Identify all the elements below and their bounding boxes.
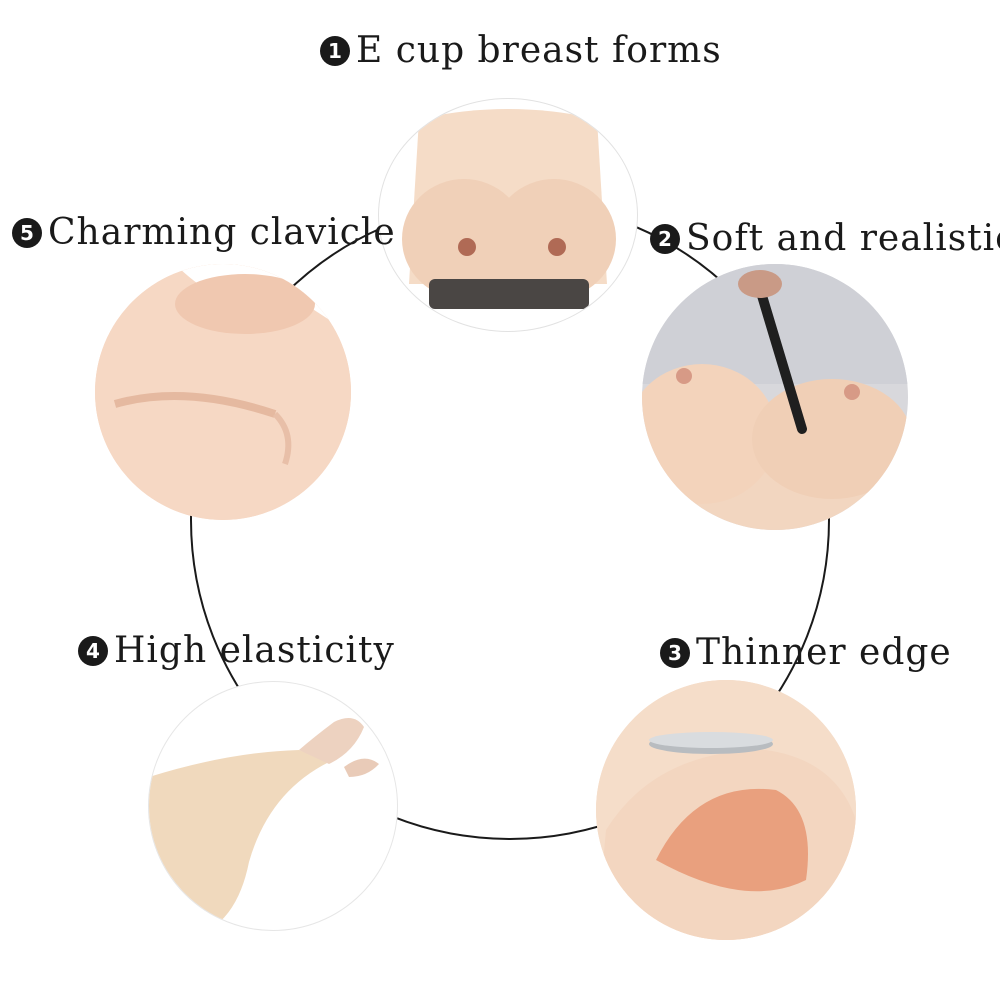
- feature-label-5: 5 Charming clavicle: [12, 212, 396, 253]
- feature-label-3: 3 Thinner edge: [660, 632, 952, 673]
- number-badge-2: 2: [650, 223, 680, 254]
- feature-label-2: 2 Soft and realistic: [650, 218, 1000, 259]
- feature-text-5: Charming clavicle: [48, 212, 396, 253]
- feature-text-1: E cup breast forms: [356, 30, 722, 71]
- feature-text-4: High elasticity: [114, 630, 395, 671]
- pen-press-illustration: [642, 264, 908, 530]
- breast-forms-photo: [378, 98, 638, 332]
- feature-text-3: Thinner edge: [696, 632, 952, 673]
- stretch-illustration: [149, 718, 379, 930]
- clavicle-illustration: [95, 264, 351, 520]
- number-badge-5: 5: [12, 217, 42, 248]
- pen-press-photo: [642, 264, 908, 530]
- number-badge-4: 4: [78, 635, 108, 666]
- feature-label-1: 1 E cup breast forms: [320, 30, 722, 71]
- clavicle-photo: [95, 264, 351, 520]
- breast-forms-illustration: [402, 109, 616, 309]
- stretch-photo: [148, 681, 398, 931]
- coin-edge-illustration: [596, 680, 856, 940]
- feature-text-2: Soft and realistic: [686, 218, 1000, 259]
- coin-edge-photo: [596, 680, 856, 940]
- feature-label-4: 4 High elasticity: [78, 630, 395, 671]
- number-badge-1: 1: [320, 35, 350, 66]
- number-badge-3: 3: [660, 637, 690, 668]
